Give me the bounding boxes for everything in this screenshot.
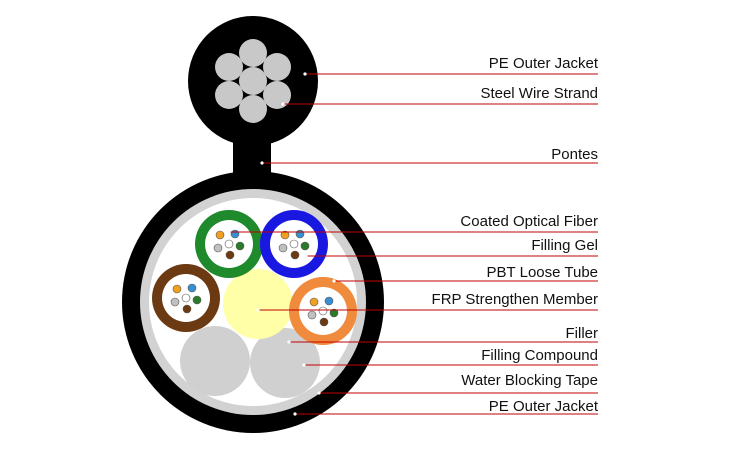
leader-dot	[302, 363, 306, 367]
coated-optical-fiber	[289, 239, 299, 249]
coated-optical-fiber	[225, 250, 235, 260]
coated-optical-fiber	[192, 295, 202, 305]
coated-optical-fiber	[181, 293, 191, 303]
leader-dot	[293, 412, 297, 416]
loose-tube-green	[195, 210, 263, 278]
label-filling-compound: Filling Compound	[481, 347, 598, 364]
label-pbt-loose-tube: PBT Loose Tube	[486, 264, 598, 281]
leader-lines	[227, 72, 598, 416]
coated-optical-fiber	[307, 310, 317, 320]
leader-dot	[256, 308, 260, 312]
steel-wire-strand	[215, 39, 291, 123]
label-pontes: Pontes	[551, 146, 598, 163]
loose-tube-orange	[289, 277, 357, 345]
leader-dot	[281, 102, 285, 106]
leader-dot	[287, 340, 291, 344]
coated-optical-fiber	[309, 297, 319, 307]
coated-optical-fiber	[224, 239, 234, 249]
coated-optical-fiber	[213, 243, 223, 253]
leader-dot	[260, 161, 264, 165]
coated-optical-fiber	[295, 229, 305, 239]
coated-optical-fiber	[329, 308, 339, 318]
loose-tube-blue	[260, 210, 328, 278]
label-filling-gel: Filling Gel	[531, 237, 598, 254]
coated-optical-fiber	[182, 304, 192, 314]
leader-dot	[304, 254, 308, 258]
leader-dot	[332, 279, 336, 283]
coated-optical-fiber	[300, 241, 310, 251]
leader-dot	[227, 230, 231, 234]
coated-optical-fiber	[172, 284, 182, 294]
coated-optical-fiber	[318, 306, 328, 316]
filler	[250, 328, 320, 398]
label-water-blocking-tape: Water Blocking Tape	[461, 372, 598, 389]
label-frp-strengthen-member: FRP Strengthen Member	[431, 291, 598, 308]
label-steel-wire-strand: Steel Wire Strand	[480, 85, 598, 102]
coated-optical-fiber	[319, 317, 329, 327]
coated-optical-fiber	[324, 296, 334, 306]
coated-optical-fiber	[170, 297, 180, 307]
coated-optical-fiber	[235, 241, 245, 251]
coated-optical-fiber	[290, 250, 300, 260]
filler	[180, 326, 250, 396]
label-filler: Filler	[565, 325, 599, 342]
coated-optical-fiber	[278, 243, 288, 253]
label-coated-optical-fiber: Coated Optical Fiber	[460, 213, 598, 230]
leader-dot	[317, 391, 321, 395]
leader-dot	[303, 72, 307, 76]
frp-strength-member	[223, 269, 293, 339]
coated-optical-fiber	[230, 229, 240, 239]
coated-optical-fiber	[280, 230, 290, 240]
loose-tube-brown	[152, 264, 220, 332]
coated-optical-fiber	[215, 230, 225, 240]
label-pe-outer-jacket-bottom: PE Outer Jacket	[488, 398, 598, 415]
label-pe-outer-jacket-top: PE Outer Jacket	[488, 55, 598, 72]
coated-optical-fiber	[187, 283, 197, 293]
